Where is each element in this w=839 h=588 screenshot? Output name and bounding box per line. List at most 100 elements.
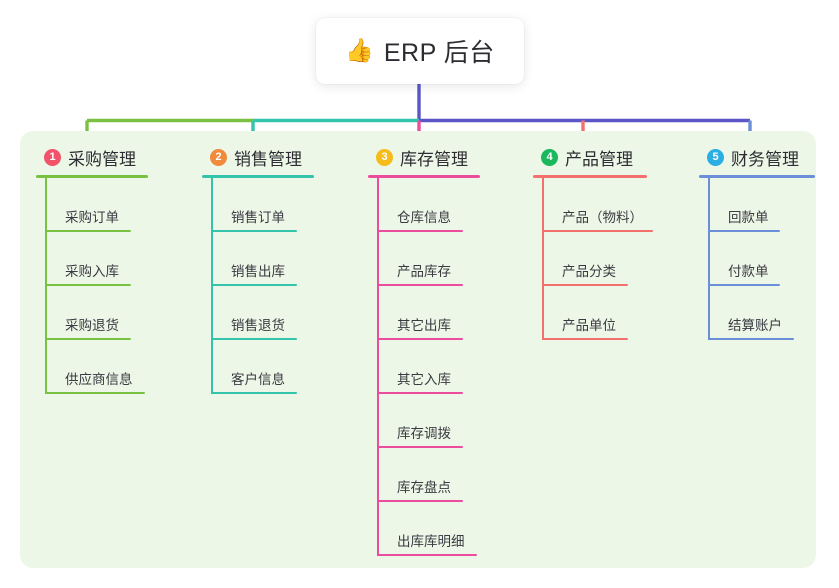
submodule-underline (708, 284, 780, 286)
submodule-label: 产品单位 (562, 317, 616, 333)
submodule-underline (377, 392, 463, 394)
module-title: 销售管理 (234, 149, 302, 169)
module-column: 3 库存管理仓库信息产品库存其它出库其它入库库存调拨库存盘点出库库明细 (368, 144, 518, 556)
submodule-underline (708, 230, 780, 232)
submodule-underline (708, 338, 794, 340)
submodule-item[interactable]: 出库库明细 (377, 502, 518, 556)
submodule-item[interactable]: 回款单 (708, 178, 839, 232)
submodule-underline (211, 392, 297, 394)
submodule-item[interactable]: 销售退货 (211, 286, 352, 340)
submodule-underline (211, 338, 297, 340)
submodule-label: 采购入库 (65, 263, 119, 279)
module-underline (36, 175, 148, 178)
submodule-item[interactable]: 库存盘点 (377, 448, 518, 502)
submodule-underline (45, 392, 145, 394)
submodule-list: 仓库信息产品库存其它出库其它入库库存调拨库存盘点出库库明细 (377, 178, 518, 556)
module-header[interactable]: 4 产品管理 (533, 144, 683, 170)
submodule-item[interactable]: 库存调拨 (377, 394, 518, 448)
module-header[interactable]: 5 财务管理 (699, 144, 839, 170)
submodule-label: 产品库存 (397, 263, 451, 279)
module-index-badge: 1 (44, 148, 61, 166)
root-node-title: ERP 后台 (383, 39, 495, 67)
module-header[interactable]: 1 采购管理 (36, 144, 186, 170)
module-title: 采购管理 (68, 149, 136, 169)
module-header[interactable]: 3 库存管理 (368, 144, 518, 170)
module-index-badge: 3 (376, 148, 393, 166)
submodule-underline (542, 284, 628, 286)
submodule-underline (377, 446, 463, 448)
module-index-badge: 4 (541, 148, 558, 166)
submodule-label: 销售出库 (231, 263, 285, 279)
submodule-underline (377, 284, 463, 286)
submodule-label: 仓库信息 (397, 209, 451, 225)
submodule-underline (45, 230, 131, 232)
module-underline (202, 175, 314, 178)
module-index-badge: 2 (210, 148, 227, 166)
submodule-item[interactable]: 结算账户 (708, 286, 839, 340)
module-column: 4 产品管理产品（物料） 产品分类产品单位 (533, 144, 683, 340)
submodule-label: 其它入库 (397, 371, 451, 387)
submodule-spine (542, 178, 544, 340)
submodule-label: 产品分类 (562, 263, 616, 279)
submodule-list: 采购订单采购入库采购退货供应商信息 (45, 178, 186, 394)
submodule-item[interactable]: 采购订单 (45, 178, 186, 232)
submodule-label: 库存调拨 (397, 425, 451, 441)
module-title: 库存管理 (400, 149, 468, 169)
thumbs-up-icon: 👍 (345, 37, 374, 64)
submodule-label: 采购订单 (65, 209, 119, 225)
submodule-spine (377, 178, 379, 556)
submodule-spine (708, 178, 710, 340)
submodule-label: 付款单 (728, 263, 769, 279)
modules-panel (20, 131, 816, 568)
submodule-label: 产品（物料） (562, 209, 643, 225)
submodule-label: 出库库明细 (397, 533, 465, 549)
submodule-label: 其它出库 (397, 317, 451, 333)
submodule-item[interactable]: 采购退货 (45, 286, 186, 340)
root-node-card[interactable]: 👍 ERP 后台 (316, 18, 524, 84)
submodule-item[interactable]: 供应商信息 (45, 340, 186, 394)
module-underline (699, 175, 815, 178)
submodule-underline (542, 338, 628, 340)
submodule-label: 客户信息 (231, 371, 285, 387)
submodule-item[interactable]: 销售出库 (211, 232, 352, 286)
module-column: 2 销售管理销售订单销售出库销售退货客户信息 (202, 144, 352, 394)
submodule-underline (377, 554, 477, 556)
submodule-underline (542, 230, 653, 232)
submodule-item[interactable]: 其它出库 (377, 286, 518, 340)
submodule-label: 销售退货 (231, 317, 285, 333)
submodule-underline (45, 338, 131, 340)
submodule-label: 回款单 (728, 209, 769, 225)
submodule-item[interactable]: 采购入库 (45, 232, 186, 286)
submodule-item[interactable]: 客户信息 (211, 340, 352, 394)
submodule-item[interactable]: 产品单位 (542, 286, 683, 340)
submodule-label: 供应商信息 (65, 371, 133, 387)
submodule-underline (377, 338, 463, 340)
module-title: 财务管理 (731, 149, 799, 169)
submodule-list: 销售订单销售出库销售退货客户信息 (211, 178, 352, 394)
submodule-item[interactable]: 销售订单 (211, 178, 352, 232)
module-underline (533, 175, 647, 178)
submodule-label: 结算账户 (728, 317, 782, 333)
submodule-underline (377, 500, 463, 502)
submodule-item[interactable]: 仓库信息 (377, 178, 518, 232)
module-header[interactable]: 2 销售管理 (202, 144, 352, 170)
submodule-label: 库存盘点 (397, 479, 451, 495)
module-column: 1 采购管理采购订单采购入库采购退货供应商信息 (36, 144, 186, 394)
submodule-item[interactable]: 产品分类 (542, 232, 683, 286)
submodule-underline (45, 284, 131, 286)
submodule-item[interactable]: 其它入库 (377, 340, 518, 394)
submodule-item[interactable]: 产品（物料） (542, 178, 683, 232)
module-index-badge: 5 (707, 148, 724, 166)
submodule-item[interactable]: 产品库存 (377, 232, 518, 286)
module-column: 5 财务管理回款单付款单结算账户 (699, 144, 839, 340)
module-title: 产品管理 (565, 149, 633, 169)
submodule-label: 采购退货 (65, 317, 119, 333)
submodule-list: 产品（物料） 产品分类产品单位 (542, 178, 683, 340)
submodule-item[interactable]: 付款单 (708, 232, 839, 286)
submodule-underline (377, 230, 463, 232)
submodule-underline (211, 284, 297, 286)
submodule-spine (211, 178, 213, 394)
submodule-spine (45, 178, 47, 394)
submodule-label: 销售订单 (231, 209, 285, 225)
